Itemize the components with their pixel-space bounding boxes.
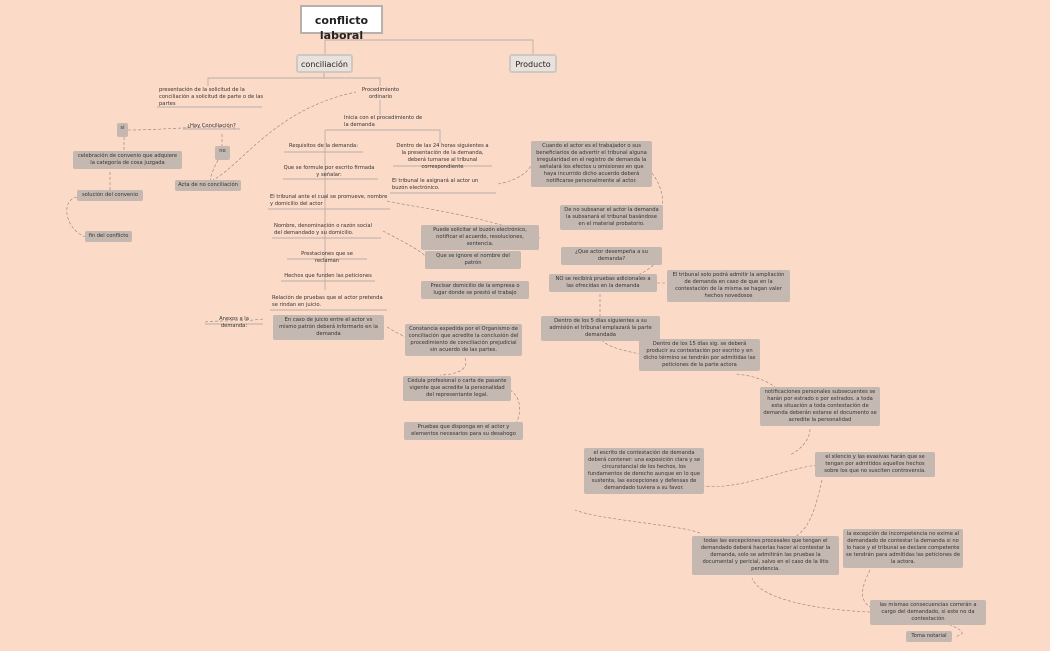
node-dentro-15: Dentro de los 15 días sig. se deberá pro… <box>639 339 760 372</box>
node-caso-juicio: En caso de juicio entre el actor vs mism… <box>273 315 384 341</box>
node-tribunal-asigna: El tribunal le asignará al actor un buzó… <box>392 178 479 192</box>
node-puede-solicitar: Puede solicitar el buzón electrónico, no… <box>421 225 539 251</box>
node-mismas-consecuencias: las mismas consecuencias correrán a carg… <box>870 600 986 626</box>
node-cedula: Cédula profesional o carta de pasante vi… <box>403 376 511 402</box>
node-ignore-nombre: Que se ignore el nombre del patrón <box>425 251 521 270</box>
node-pruebas-disp: Pruebas que disponga en el actor y eleme… <box>404 422 523 441</box>
node-escrito-contestacion: el escrito de contestación de demanda de… <box>584 448 704 495</box>
node-dentro-24: Dentro de las 24 horas siguientes a la p… <box>396 143 489 171</box>
node-todas-excepciones: todas las excepciones procesales que ten… <box>692 536 839 576</box>
node-cuando-actor: Cuando el actor es el trabajador o sus b… <box>531 141 652 188</box>
node-prestaciones: Prestaciones que se reclaman <box>301 251 353 265</box>
node-nombre-demandado: Nombre, denominación o razón social del … <box>274 223 372 237</box>
node-procedimiento: Procedimiento ordinario <box>361 87 400 101</box>
node-dentro-5: Dentro de los 5 días siguientes a su adm… <box>541 316 660 342</box>
node-solucion: solución del convenio <box>77 190 143 202</box>
node-inicia: Inicia con el procedimiento de la demand… <box>344 115 423 129</box>
node-requisitos: Requisitos de la demanda: <box>289 143 358 149</box>
node-no-recibira: NO se recibirá pruebas adicionales a las… <box>549 274 657 293</box>
node-relacion-pruebas: Relación de pruebas que el actor pretend… <box>272 295 383 309</box>
node-formule: Que se formule por escrito firmada y señ… <box>283 165 375 179</box>
node-no: no <box>215 146 230 160</box>
node-celebracion: celebración de convenio que adquiere la … <box>73 151 182 170</box>
node-tribunal-ante: El tribunal ante el cual se promueve, no… <box>270 194 388 208</box>
node-presentacion: presentación de la solicitud de la conci… <box>159 87 264 108</box>
topic-conciliacion: conciliación <box>296 54 353 73</box>
node-precisar: Precisar domicilio de la empresa o lugar… <box>421 281 529 300</box>
root-node: conflicto laboral <box>300 5 383 42</box>
node-silencio: el silencio y las evasivas harán que se … <box>815 452 935 478</box>
node-no-subsanar: De no subsanar el actor la demanda la su… <box>560 205 663 231</box>
node-tribunal-solo: El tribunal solo podrá admitir la amplia… <box>667 270 790 303</box>
node-toma-notario: Toma notarial <box>906 631 952 643</box>
node-acta-no-conciliacion: Acta de no conciliación <box>175 180 241 192</box>
node-si: si <box>117 123 128 137</box>
node-notificaciones: notificaciones personales subsecuentes s… <box>760 387 880 427</box>
node-constancia: Constancia expedida por el Organismo de … <box>405 324 522 357</box>
node-que-actor: ¿Que actor desempeña a su demanda? <box>561 247 662 266</box>
node-hay-conciliacion: ¿Hay Conciliación? <box>187 123 236 129</box>
node-fin: fin del conflicto <box>85 231 132 243</box>
node-anexos: Anexos a la demanda: <box>219 316 249 330</box>
node-hechos: Hechos que funden las peticiones <box>284 273 372 279</box>
topic-producto: Producto <box>509 54 557 73</box>
node-excepcion-incompetencia: la excepción de incompetencia no exime a… <box>843 529 963 569</box>
